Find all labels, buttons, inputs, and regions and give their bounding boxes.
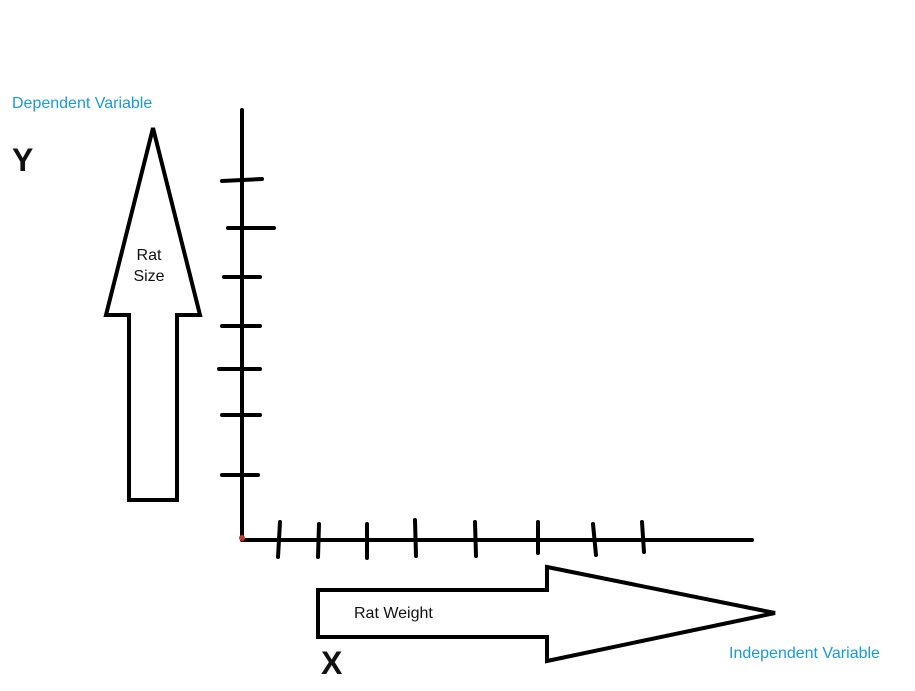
origin-dot — [239, 535, 245, 541]
y-axis-ticks — [217, 177, 276, 477]
y-arrow-label: Rat Size — [122, 245, 176, 287]
x-tick — [276, 520, 282, 559]
dependent-variable-label: Dependent Variable — [12, 95, 153, 112]
y-arrow-label-line1: Rat — [136, 247, 162, 264]
x-tick — [591, 522, 598, 557]
y-axis-letter: Y — [12, 142, 34, 178]
x-tick — [473, 520, 478, 558]
y-direction-arrow — [103, 127, 203, 502]
x-tick — [640, 520, 646, 554]
y-tick — [220, 177, 264, 183]
independent-variable-label: Independent Variable — [729, 645, 880, 662]
x-axis-letter: X — [321, 645, 343, 681]
x-arrow-label: Rat Weight — [354, 605, 433, 622]
x-direction-arrow — [316, 564, 776, 664]
y-arrow-label-line2: Size — [133, 268, 165, 285]
x-axis-ticks — [276, 518, 646, 560]
x-tick — [413, 518, 418, 558]
x-tick — [316, 522, 321, 559]
